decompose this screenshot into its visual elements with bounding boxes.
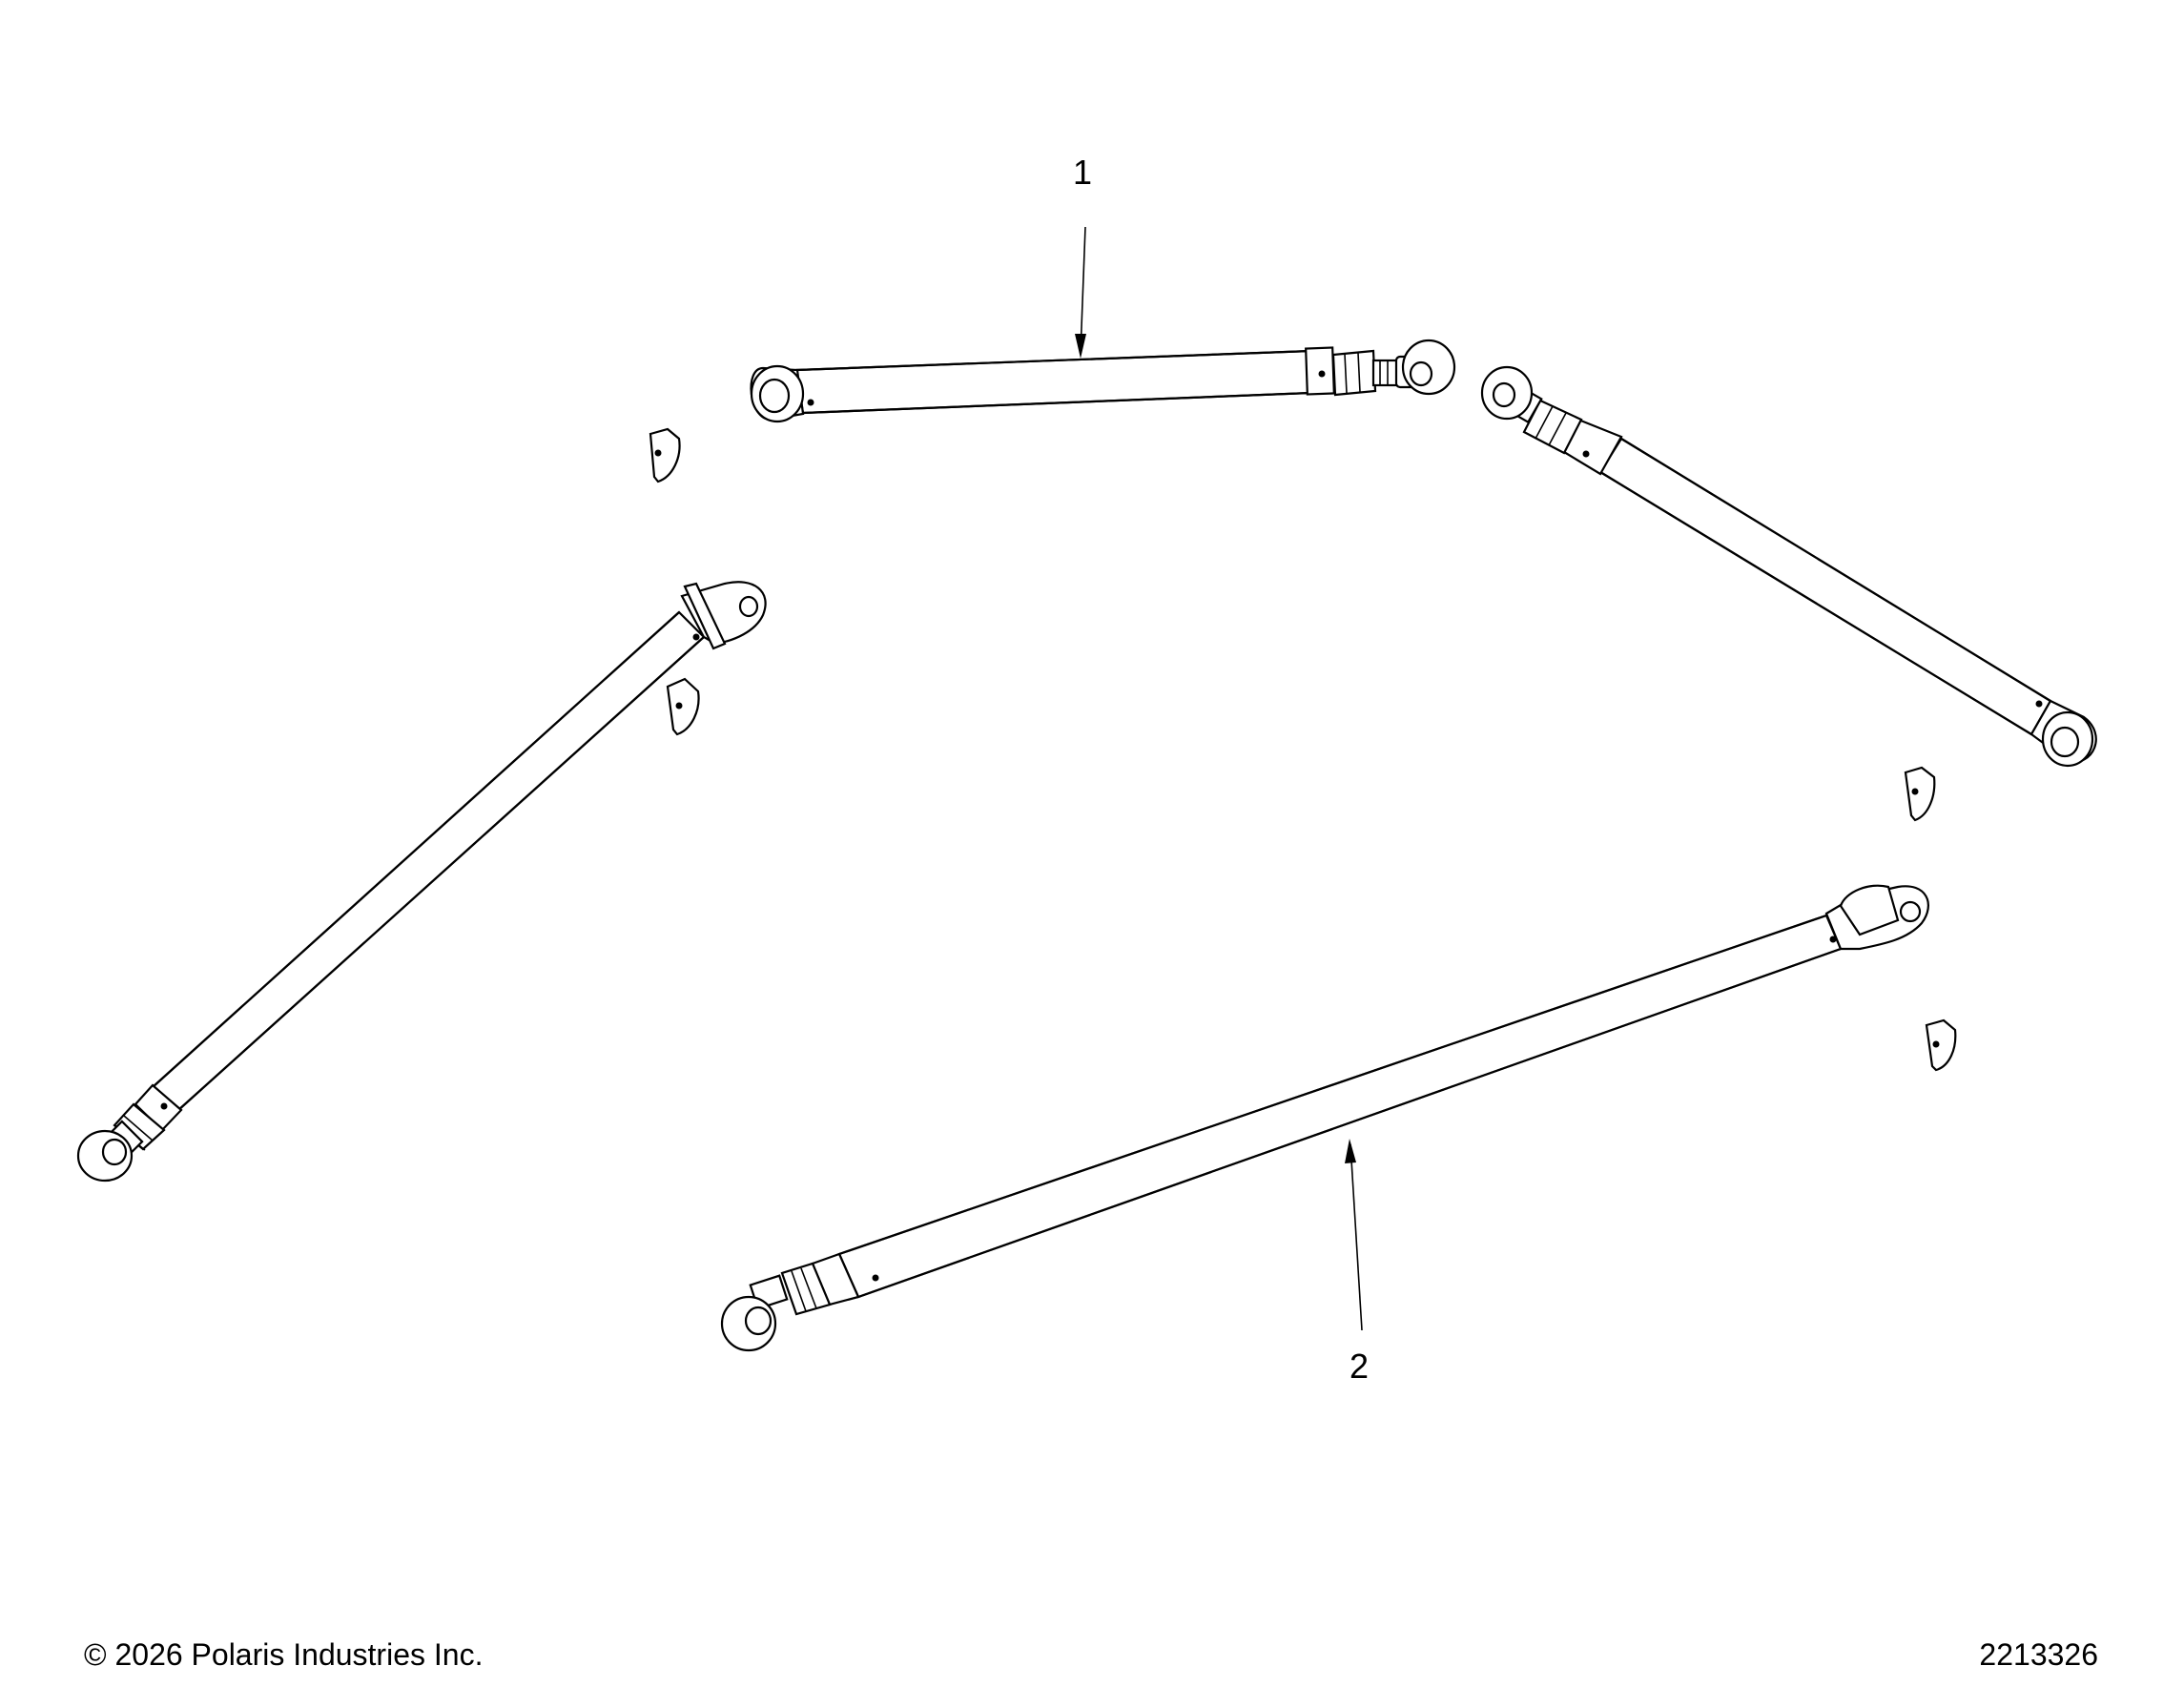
- drawing-number: 2213326: [1979, 1637, 2098, 1672]
- callout-2: 2: [1345, 1139, 1369, 1386]
- callout-1-label: 1: [1073, 153, 1092, 192]
- callout-1: 1: [1073, 153, 1092, 359]
- rod-top[interactable]: [750, 339, 1456, 423]
- rod-upper-right[interactable]: [1480, 365, 2097, 768]
- bracket-2[interactable]: [666, 677, 700, 736]
- bracket-1[interactable]: [649, 427, 681, 483]
- bracket-3[interactable]: [1904, 766, 1936, 822]
- callout-2-label: 2: [1350, 1347, 1369, 1386]
- callout-2-arrowhead: [1345, 1139, 1356, 1163]
- rod-bottom[interactable]: [720, 884, 1929, 1352]
- bracket-4[interactable]: [1925, 1018, 1957, 1072]
- copyright-notice: © 2026 Polaris Industries Inc.: [84, 1637, 484, 1672]
- callout-1-arrowhead: [1075, 334, 1086, 359]
- rod-left[interactable]: [76, 581, 767, 1183]
